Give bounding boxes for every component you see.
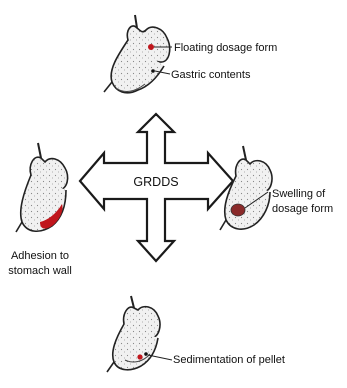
stomach-bottom — [107, 296, 172, 372]
label-adhesion-line2: stomach wall — [8, 265, 72, 277]
label-adhesion-line1: Adhesion to — [11, 250, 69, 262]
floating-dosage-marker — [148, 44, 154, 50]
label-swelling-line2: dosage form — [272, 203, 333, 215]
label-floating-dosage-form: Floating dosage form — [174, 42, 277, 54]
stomach-top — [104, 15, 172, 93]
label-gastric-contents: Gastric contents — [171, 69, 251, 81]
label-swelling-line1: Swelling of — [272, 188, 326, 200]
center-label: GRDDS — [133, 175, 178, 189]
stomach-left — [16, 143, 68, 232]
swelling-dosage-marker — [231, 204, 245, 216]
label-sedimentation: Sedimentation of pellet — [173, 354, 285, 366]
sedimentation-marker — [137, 354, 142, 359]
